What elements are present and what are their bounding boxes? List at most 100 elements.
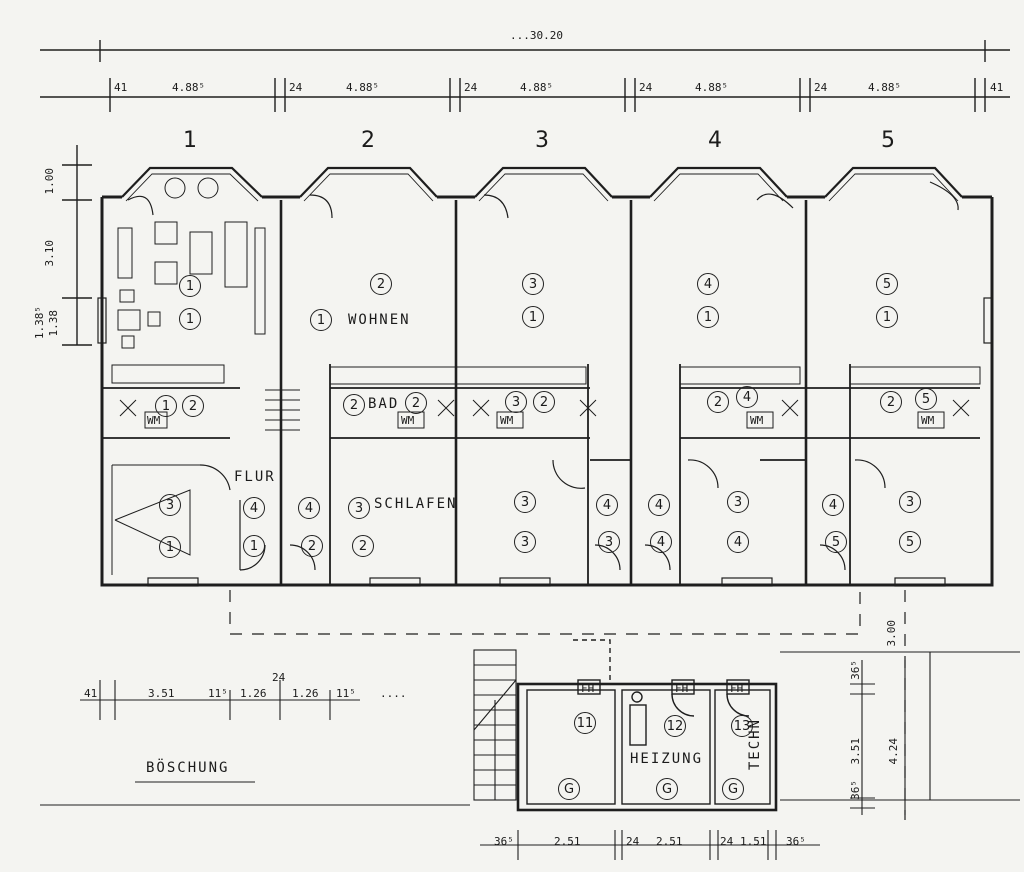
dim-wall-3-4: 24 xyxy=(639,81,653,94)
dim-r-365-bottom: 36⁵ xyxy=(849,780,862,800)
dim-r-300: 3.00 xyxy=(885,620,898,647)
mark-basement-11: 11 xyxy=(574,712,596,734)
room-label-schlafen: SCHLAFEN xyxy=(374,496,458,512)
mark-basement-g-12: G xyxy=(656,778,678,800)
mark-unit2-living: 1 xyxy=(310,309,332,331)
room-label-heizung: HEIZUNG xyxy=(630,751,704,767)
room-label-bad: BAD xyxy=(368,396,400,412)
unit-number-3: 3 xyxy=(535,128,549,153)
dim-wall-1-2: 24 xyxy=(289,81,303,94)
washing-machine-label-2: WM xyxy=(401,414,415,427)
mark-unit3-bath-3: 3 xyxy=(505,391,527,413)
fh-label-12: FH xyxy=(675,682,689,695)
mark-unit5-bed-3: 3 xyxy=(899,491,921,513)
fh-label-13: FH xyxy=(730,682,744,695)
mark-unit3-bed-3: 3 xyxy=(514,491,536,513)
unit-number-1: 1 xyxy=(183,128,197,153)
mark-unit3-bed-owner: 3 xyxy=(514,531,536,553)
mark-unit1-bath-2: 2 xyxy=(182,395,204,417)
mark-unit5-owner: 5 xyxy=(876,273,898,295)
mark-unit4-bath-2: 2 xyxy=(707,391,729,413)
mark-unit3-owner: 3 xyxy=(522,273,544,295)
mark-basement-g-11: G xyxy=(558,778,580,800)
dim-b-365-left: 36⁵ xyxy=(494,835,514,848)
label-boeschung: BÖSCHUNG xyxy=(146,760,230,776)
dim-b-251-b: 2.51 xyxy=(656,835,683,848)
mark-unit1-entry: 1 xyxy=(243,535,265,557)
dim-r-424: 4.24 xyxy=(887,738,900,765)
mark-unit1-hall-4: 4 xyxy=(243,497,265,519)
mark-unit3-living: 1 xyxy=(522,306,544,328)
dim-bl-41: 41 xyxy=(84,687,98,700)
mark-unit3-entry: 3 xyxy=(598,531,620,553)
washing-machine-label-5: WM xyxy=(921,414,935,427)
mark-unit1-stair-1: 1 xyxy=(159,536,181,558)
dim-unit-1-width: 4.88⁵ xyxy=(172,81,206,94)
mark-unit2-bed-3: 3 xyxy=(348,497,370,519)
dim-bay-depth: 1.00 xyxy=(43,168,56,195)
mark-unit2-hall-4: 4 xyxy=(298,497,320,519)
dim-bl-115a: 11⁵ xyxy=(208,687,228,700)
room-label-flur: FLUR xyxy=(234,469,276,485)
mark-unit5-bath-2: 2 xyxy=(880,391,902,413)
mark-unit2-bed-owner: 2 xyxy=(352,535,374,557)
dim-unit-5-width: 4.88⁵ xyxy=(868,81,902,94)
mark-unit5-entry: 5 xyxy=(825,531,847,553)
mark-basement-12: 12 xyxy=(664,715,686,737)
mark-unit5-hall-4: 4 xyxy=(822,494,844,516)
dim-bl-115b: 11⁵ xyxy=(336,687,356,700)
mark-unit4-bed-owner: 4 xyxy=(727,531,749,553)
dim-b-251-a: 2.51 xyxy=(554,835,581,848)
mark-unit2-entry: 2 xyxy=(301,535,323,557)
dim-bl-351: 3.51 xyxy=(148,687,175,700)
dim-window-height-2: 1.38 xyxy=(47,310,60,337)
dim-unit-2-width: 4.88⁵ xyxy=(346,81,380,94)
mark-unit5-bath-5: 5 xyxy=(915,388,937,410)
mark-unit1-stair-3: 3 xyxy=(159,494,181,516)
dim-r-351: 3.51 xyxy=(849,738,862,765)
dim-b-365-right: 36⁵ xyxy=(786,835,806,848)
mark-unit4-hall-4: 4 xyxy=(648,494,670,516)
dim-living-depth: 3.10 xyxy=(43,240,56,267)
dim-wall-4-5: 24 xyxy=(814,81,828,94)
mark-unit3-hall-4: 4 xyxy=(596,494,618,516)
dim-wall-2-3: 24 xyxy=(464,81,478,94)
unit-number-4: 4 xyxy=(708,128,722,153)
dim-unit-4-width: 4.88⁵ xyxy=(695,81,729,94)
dim-b-24-a: 24 xyxy=(626,835,640,848)
unit-number-5: 5 xyxy=(881,128,895,153)
mark-unit4-entry: 4 xyxy=(650,531,672,553)
mark-basement-13: 13 xyxy=(731,715,753,737)
washing-machine-label-1: WM xyxy=(147,414,161,427)
dim-unit-3-width: 4.88⁵ xyxy=(520,81,554,94)
dim-bl-126b: 1.26 xyxy=(292,687,319,700)
mark-unit1-bath-1: 1 xyxy=(155,395,177,417)
dim-r-365-top: 36⁵ xyxy=(849,660,862,680)
dim-bl-dots: .... xyxy=(380,687,407,700)
dim-window-height: 1.38⁵ xyxy=(33,306,46,340)
washing-machine-label-3: WM xyxy=(500,414,514,427)
mark-unit3-bath-2: 2 xyxy=(533,391,555,413)
dim-outer-wall-left: 41 xyxy=(114,81,128,94)
mark-unit4-bed-3: 3 xyxy=(727,491,749,513)
mark-unit4-owner: 4 xyxy=(697,273,719,295)
mark-basement-g-13: G xyxy=(722,778,744,800)
mark-unit2-bath-2b: 2 xyxy=(405,392,427,414)
mark-unit1-living: 1 xyxy=(179,308,201,330)
room-label-wohnen: WOHNEN xyxy=(348,312,411,328)
mark-unit5-living: 1 xyxy=(876,306,898,328)
mark-unit1-owner: 1 xyxy=(179,275,201,297)
dim-b-24-b: 24 xyxy=(720,835,734,848)
dim-bl-126a: 1.26 xyxy=(240,687,267,700)
mark-unit4-living: 1 xyxy=(697,306,719,328)
overall-width-label: ...30.20 xyxy=(510,29,563,42)
mark-unit5-bed-owner: 5 xyxy=(899,531,921,553)
dim-outer-wall-right: 41 xyxy=(990,81,1004,94)
dim-b-151: 1.51 xyxy=(740,835,767,848)
mark-unit2-owner: 2 xyxy=(370,273,392,295)
unit-number-2: 2 xyxy=(361,128,375,153)
mark-unit2-bath-2: 2 xyxy=(343,394,365,416)
mark-unit4-bath-4: 4 xyxy=(736,386,758,408)
